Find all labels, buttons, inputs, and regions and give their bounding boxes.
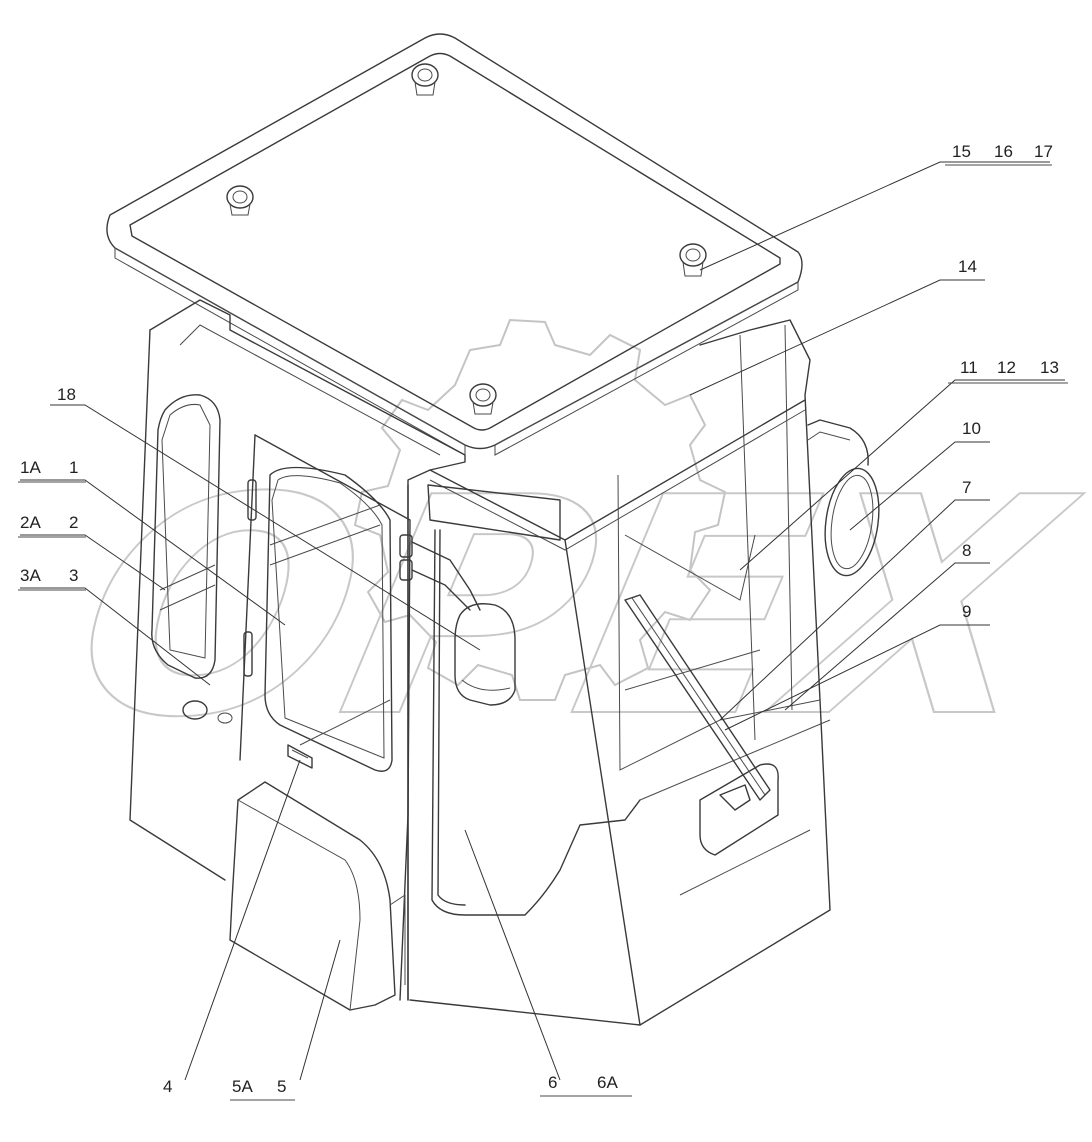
callout-2A: 2A <box>20 513 41 532</box>
callout-13: 13 <box>1040 358 1059 377</box>
callout-4: 4 <box>163 1077 172 1096</box>
lifting-eye-icon <box>469 383 497 415</box>
mirror <box>399 534 516 706</box>
leader-lines <box>20 161 1065 1081</box>
lifting-eye-icon <box>411 63 439 96</box>
callout-12: 12 <box>997 358 1016 377</box>
callout-16: 16 <box>994 142 1013 161</box>
callout-14: 14 <box>958 257 977 276</box>
callout-2: 2 <box>69 513 78 532</box>
lifting-eye-icon <box>226 185 254 216</box>
callout-1: 1 <box>69 458 78 477</box>
callout-labels: 15 16 17 14 11 12 13 10 18 1A 1 2A 2 3A … <box>20 142 1059 1096</box>
callout-7: 7 <box>962 478 971 497</box>
rear-window <box>151 394 233 724</box>
callout-8: 8 <box>962 541 971 560</box>
callout-3A: 3A <box>20 566 41 585</box>
callout-3: 3 <box>69 566 78 585</box>
callout-10: 10 <box>962 419 981 438</box>
wiper <box>624 594 771 811</box>
cab-body <box>129 299 831 1026</box>
roof-guard <box>106 33 803 456</box>
callout-5A: 5A <box>232 1077 253 1096</box>
callout-6A: 6A <box>597 1073 618 1092</box>
callout-9: 9 <box>962 602 971 621</box>
lifting-eye-icon <box>679 243 707 277</box>
callout-1A: 1A <box>20 458 41 477</box>
callout-17: 17 <box>1034 142 1053 161</box>
callout-11: 11 <box>960 358 978 377</box>
callout-5: 5 <box>277 1077 286 1096</box>
callout-underlines <box>18 164 1068 1101</box>
callout-6: 6 <box>548 1073 557 1092</box>
left-door <box>239 434 411 1001</box>
callout-18: 18 <box>57 385 76 404</box>
step-fender <box>229 781 406 1011</box>
watermark-gear-icon <box>353 318 727 701</box>
callout-15: 15 <box>952 142 971 161</box>
side-mirror <box>807 419 880 577</box>
